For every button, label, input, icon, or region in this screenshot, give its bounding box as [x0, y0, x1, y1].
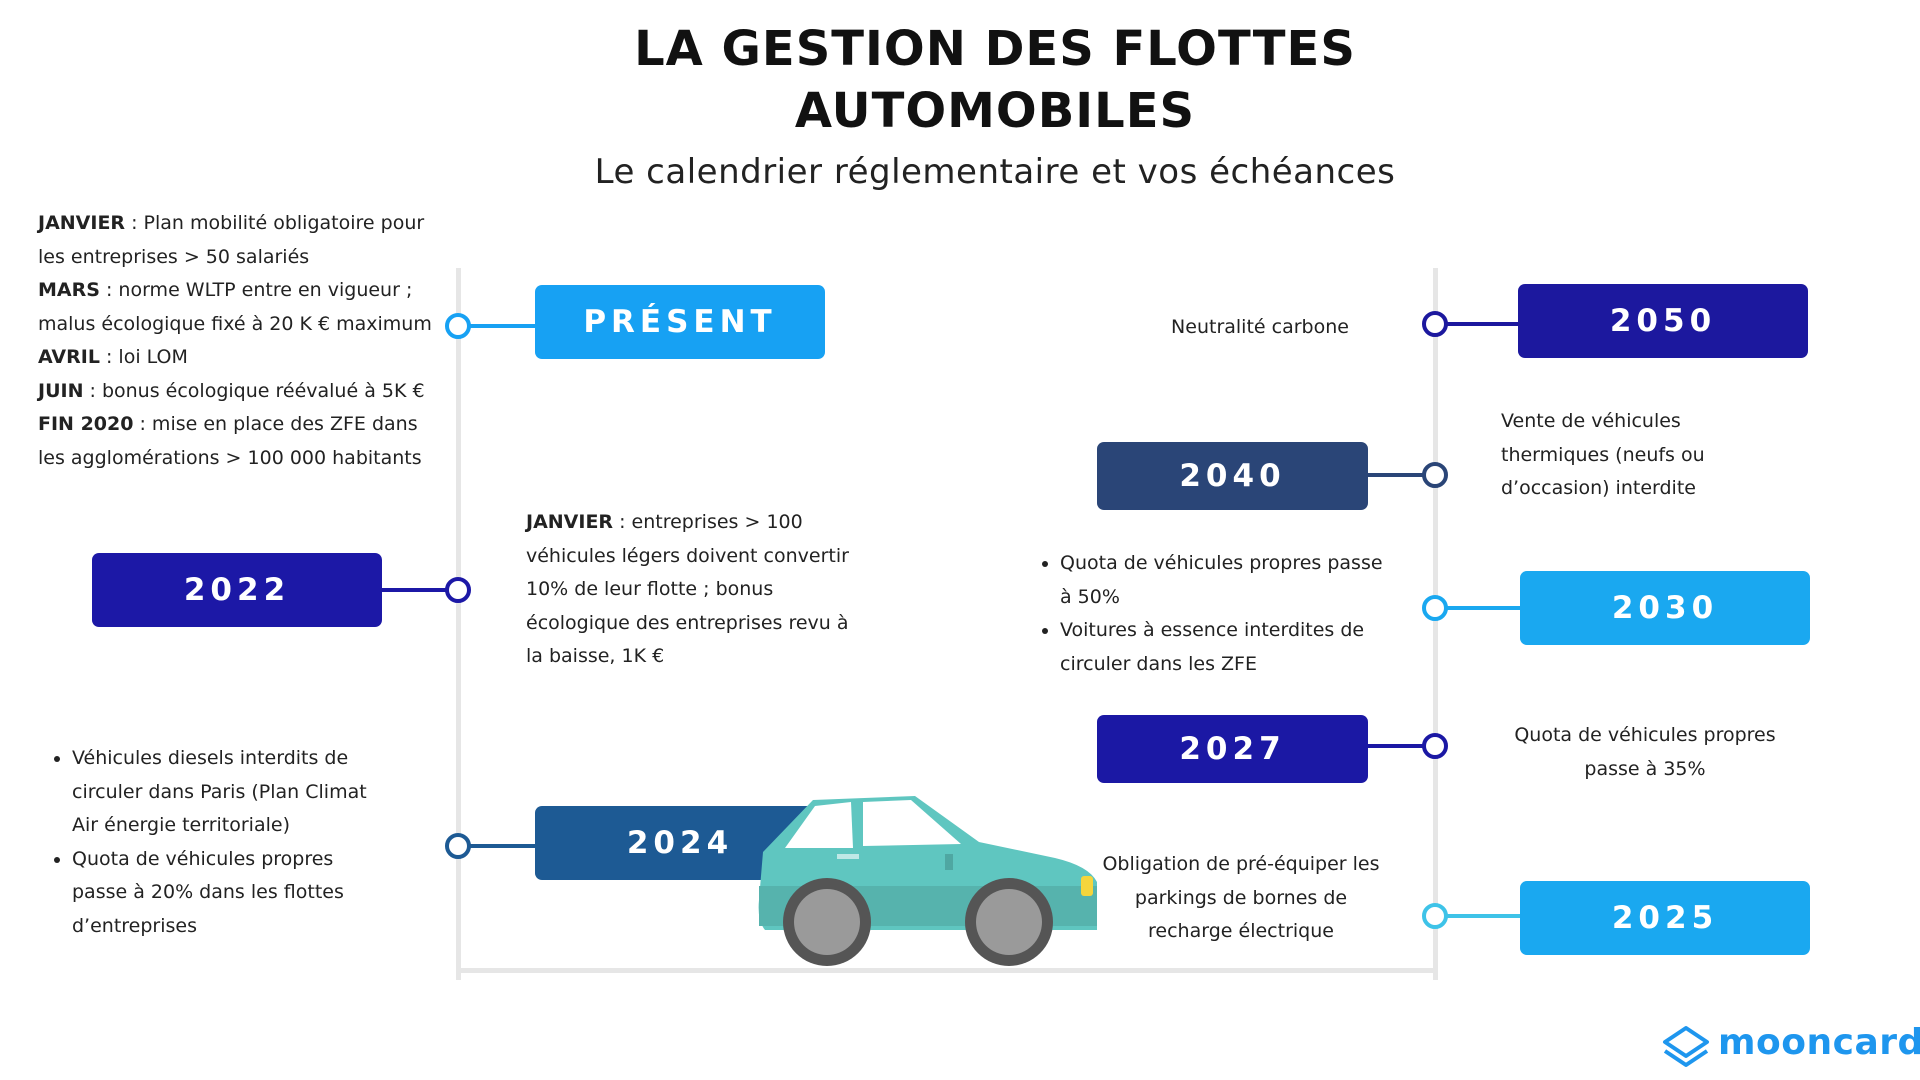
y2024-event-2: Quota de véhicules propres passe à 20% d… — [72, 843, 383, 944]
car-rear-window — [785, 802, 853, 848]
y2027-node — [1422, 733, 1448, 759]
y2030-label-box: 2030 — [1520, 571, 1810, 645]
y2050-node — [1422, 311, 1448, 337]
present-event-2: MARS : norme WLTP entre en vigueur ; mal… — [38, 274, 448, 341]
y2040-event: Vente de véhicules thermiques (neufs ou … — [1501, 410, 1705, 499]
brand-name: mooncard — [1718, 1022, 1920, 1063]
y2030-event-1: Quota de véhicules propres passe à 50% — [1060, 547, 1390, 614]
present-node — [445, 313, 471, 339]
present-event-5: FIN 2020 : mise en place des ZFE dans le… — [38, 408, 448, 475]
present-event-3-text: : loi LOM — [99, 346, 188, 368]
subtitle: Le calendrier réglementaire et vos échéa… — [594, 152, 1396, 192]
y2030-events: Quota de véhicules propres passe à 50% V… — [1030, 547, 1390, 681]
car-mirror — [945, 854, 953, 870]
present-event-4: JUIN : bonus écologique réévalué à 5K € — [38, 375, 448, 409]
car-front-hubcap — [976, 889, 1042, 955]
y2040-node — [1422, 462, 1448, 488]
y2022-event-key: JANVIER — [526, 511, 614, 533]
y2040-label-box: 2040 — [1097, 442, 1368, 510]
present-event-4-key: JUIN — [38, 379, 84, 402]
present-label-box: PRÉSENT — [535, 285, 825, 359]
present-event-5-key: FIN 2020 — [38, 413, 134, 435]
y2022-event: JANVIER : entreprises > 100 véhicules lé… — [526, 506, 866, 674]
car-illustration — [758, 796, 1097, 966]
present-event-2-key: MARS — [38, 279, 100, 301]
present-event-1-text: : Plan mobilité obligatoire pour les ent… — [38, 212, 425, 268]
car-door-handle-rear — [837, 854, 859, 859]
y2050-event: Neutralité carbone — [1171, 316, 1349, 338]
main-title-line-1: LA GESTION DES FLOTTES — [634, 21, 1356, 77]
present-event-3-key: AVRIL — [38, 346, 100, 368]
present-event-4-text: : bonus écologique réévalué à 5K € — [83, 379, 425, 402]
y2024-events: Véhicules diesels interdits de circuler … — [38, 742, 383, 943]
present-event-1-key: JANVIER — [38, 212, 126, 234]
present-events: JANVIER : Plan mobilité obligatoire pour… — [38, 207, 448, 475]
main-title-line-2: AUTOMOBILES — [794, 83, 1196, 139]
y2027-event: Quota de véhicules propres passe à 35% — [1514, 724, 1776, 780]
car-rear-hubcap — [794, 889, 860, 955]
y2022-event-text: : entreprises > 100 véhicules légers doi… — [526, 511, 849, 667]
y2050-label-box: 2050 — [1518, 284, 1808, 358]
present-event-1: JANVIER : Plan mobilité obligatoire pour… — [38, 207, 448, 274]
y2024-event-1: Véhicules diesels interdits de circuler … — [72, 742, 383, 843]
car-headlight — [1081, 876, 1093, 896]
y2030-node — [1422, 595, 1448, 621]
y2022-node — [445, 577, 471, 603]
right-timeline-line — [1433, 268, 1438, 980]
y2030-event-2: Voitures à essence interdites de circule… — [1060, 614, 1390, 681]
present-event-5-text: : mise en place des ZFE dans les agglomé… — [38, 413, 422, 469]
car-front-window — [863, 800, 961, 846]
y2027-label-box: 2027 — [1097, 715, 1368, 783]
mooncard-logo-icon — [1663, 1026, 1709, 1067]
present-event-3: AVRIL : loi LOM — [38, 341, 448, 375]
left-timeline-line — [456, 268, 461, 980]
present-event-2-text: : norme WLTP entre en vigueur ; malus éc… — [38, 279, 432, 335]
bottom-timeline-line — [456, 968, 1438, 973]
y2025-event: Obligation de pré-équiper les parkings d… — [1102, 853, 1380, 942]
y2025-label-box: 2025 — [1520, 881, 1810, 955]
y2025-node — [1422, 903, 1448, 929]
y2024-node — [445, 833, 471, 859]
y2022-label-box: 2022 — [92, 553, 382, 627]
